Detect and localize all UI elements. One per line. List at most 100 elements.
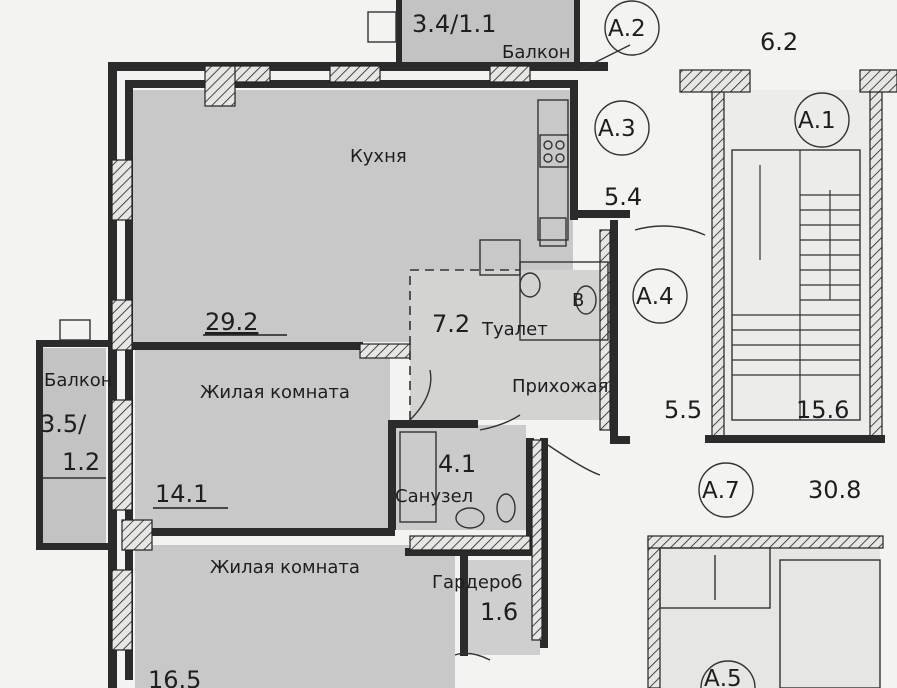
wall-bath-right <box>526 438 534 548</box>
axis-label-a5: А.5 <box>704 666 742 688</box>
balcony-top-name: Балкон <box>502 42 571 63</box>
bath-toilet-icon <box>496 493 516 523</box>
axis-marker-a5 <box>700 660 756 688</box>
partition-hall-right <box>599 229 611 431</box>
wall-bath-left <box>388 420 396 530</box>
hallway-name: Прихожая <box>512 376 608 397</box>
living1-area-value: 14.1 <box>155 480 208 508</box>
zone-30-8: 30.8 <box>808 476 861 504</box>
bathroom-area <box>396 425 526 530</box>
lower-right-block-area <box>650 540 880 688</box>
partition-bath <box>409 535 531 551</box>
stair-bottom-wall <box>705 435 885 443</box>
stove-icon <box>539 134 569 168</box>
kitchen-zone-boundary <box>409 269 520 420</box>
column-left-corner <box>121 519 153 551</box>
wall-corridor-right <box>540 438 548 648</box>
balcony-left-area-line2: 1.2 <box>62 448 100 476</box>
window-top-1 <box>229 65 271 83</box>
balcony-left-area-line1: 3.5/ <box>40 410 87 438</box>
wall-wardrobe-left <box>460 556 468 656</box>
wall-left-lower <box>108 352 117 688</box>
kitchen-counter <box>537 99 569 241</box>
bathroom-name: Санузел <box>395 486 473 507</box>
window-left-4 <box>111 569 133 651</box>
window-left-2 <box>111 299 133 351</box>
door-wardrobe <box>454 652 491 661</box>
fridge-icon <box>479 239 521 276</box>
column-top <box>204 65 236 107</box>
axis-label-a1: А.1 <box>798 108 836 134</box>
stove-burner-icon-4 <box>555 153 565 163</box>
wall-bath-top <box>388 420 478 428</box>
sink-icon <box>539 217 567 247</box>
wall-kitchen-bottom <box>133 342 363 350</box>
axis-label-a2: А.2 <box>608 16 646 42</box>
bath-sink-icon <box>455 507 485 529</box>
wardrobe-area-value: 1.6 <box>480 598 518 626</box>
bathroom-area-value: 4.1 <box>438 450 476 478</box>
zone-5-5: 5.5 <box>664 396 702 424</box>
balcony-left-wall-outer <box>36 340 43 550</box>
stair-area <box>722 90 872 435</box>
axis-marker-a2 <box>604 0 660 56</box>
kitchen-area-value: 29.2 <box>205 308 258 336</box>
wall-bath-bottom <box>405 548 545 556</box>
wall-shaft-ledge <box>578 210 630 218</box>
stair-steps <box>732 150 860 420</box>
door-balcony <box>579 44 631 71</box>
balcony-left-area <box>40 348 106 543</box>
window-left-3 <box>111 399 133 511</box>
toilet-name: Туалет <box>481 319 548 340</box>
stove-burner-icon <box>543 140 553 150</box>
stair-wall-right <box>869 79 883 441</box>
wall-kitchen-top <box>125 80 575 88</box>
stair-top-block <box>679 69 751 93</box>
balcony-top-wall-left <box>396 0 402 64</box>
wall-hall-right <box>610 220 618 442</box>
axis-label-a7: А.7 <box>702 478 740 504</box>
window-top-2 <box>329 65 381 83</box>
door-stair <box>634 225 706 236</box>
axis-label-a3: А.3 <box>598 116 636 142</box>
axis-marker-a1 <box>794 92 850 148</box>
axis-marker-a7 <box>698 462 754 518</box>
partition-corridor <box>531 439 543 641</box>
toilet-bowl-icon <box>575 285 597 315</box>
partition-kitchen-living <box>359 343 411 359</box>
wall-inner-left <box>125 80 133 680</box>
washbasin-icon <box>519 272 541 298</box>
lower-block-wall-left <box>647 537 661 688</box>
toilet-fixture-label: В <box>572 290 584 311</box>
axis-label-a4: А.4 <box>636 284 674 310</box>
living-room-2-area <box>135 545 455 688</box>
window-left-1 <box>111 159 133 221</box>
balcony-top-wall-right <box>574 0 580 64</box>
zone-6-2: 6.2 <box>760 28 798 56</box>
balcony-left-wall-bottom <box>36 543 108 550</box>
lower-block-wall-top <box>647 535 884 549</box>
axis-marker-a4 <box>632 268 688 324</box>
axis-marker-a3 <box>594 100 650 156</box>
door-bath <box>479 414 521 431</box>
kitchen-name: Кухня <box>350 146 407 167</box>
wardrobe-area <box>468 560 540 655</box>
living2-name: Жилая комната <box>210 557 360 578</box>
balcony-top-vent <box>367 11 397 43</box>
balcony-left-vent <box>59 319 91 341</box>
elevator-shaft <box>659 547 771 609</box>
wall-hall-bottom-right <box>610 436 630 444</box>
wardrobe-name: Гардероб <box>432 572 523 593</box>
zone-15-6: 15.6 <box>796 396 849 424</box>
balcony-left-name: Балкон <box>44 370 113 391</box>
window-top-3 <box>489 65 531 83</box>
balcony-left-wall-top <box>36 340 108 347</box>
bath-tub-icon <box>399 431 437 523</box>
door-corridor <box>547 444 601 476</box>
balcony-top-area-value: 3.4/1.1 <box>412 10 496 38</box>
wall-kitchen-right <box>570 80 578 220</box>
hall-area-value: 7.2 <box>432 310 470 338</box>
stair-wall-left <box>711 79 725 441</box>
zone-5-4: 5.4 <box>604 183 642 211</box>
